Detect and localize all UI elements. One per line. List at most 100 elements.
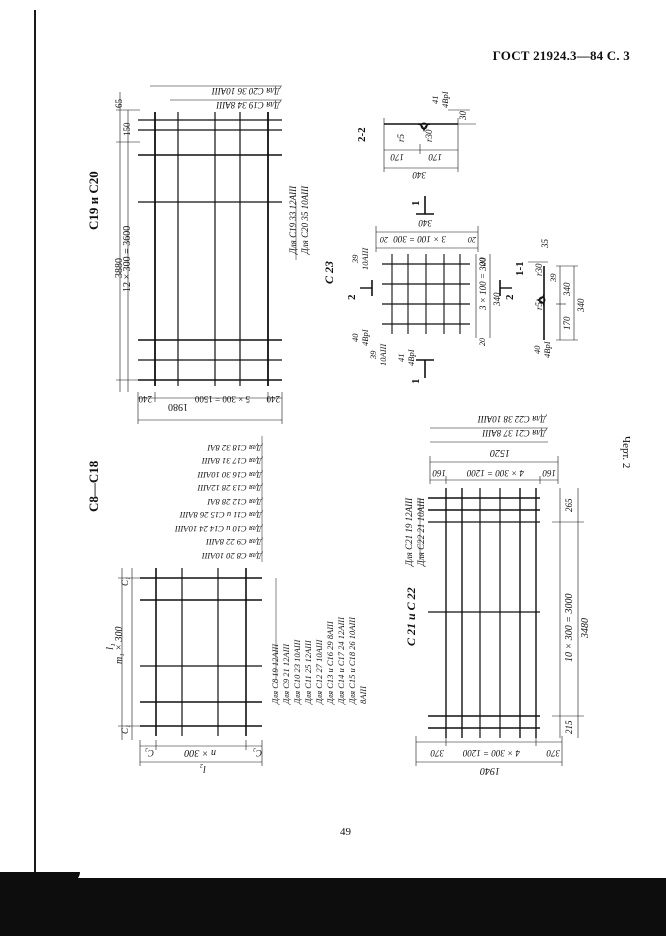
c19-dim-150: 150: [122, 122, 132, 137]
rebar-label: Для С21: [404, 534, 414, 566]
rebar-label: Для С14 и С17: [336, 651, 346, 704]
panel-c23-grid: [360, 196, 512, 378]
c21-dim-215: 215: [564, 720, 574, 735]
rebar-num: 30: [222, 470, 231, 480]
c8-dim-c2-right: C₂: [252, 748, 262, 758]
rebar-bar: 8АIII: [206, 537, 225, 548]
page-number: 49: [340, 826, 351, 838]
c19-dim-span: 12 × 300 = 3600: [122, 225, 133, 292]
c8-rebar-top-list: Для С8 20 10АIII Для С9 22 8АIII Для С10…: [175, 441, 262, 563]
section-1-1-dim-1: 170: [562, 316, 572, 331]
section-2-2-dim-1: 170: [428, 152, 443, 162]
section-1-1-radius-0: r30: [534, 263, 544, 276]
c8-rebar-side-row: Для С13 и С16 29 8АIII: [325, 617, 336, 704]
c21-rebar-side-0: Для С21 19 12АIII: [404, 498, 414, 566]
c21-dim-width-top: 1520: [490, 447, 510, 458]
rebar-bar: 10АIII: [175, 524, 198, 534]
callout-num: 41: [430, 95, 440, 104]
panel-c8-c18-grid: [118, 436, 277, 766]
section-2-2-radius-0: r5: [396, 133, 406, 142]
rebar-bar: 12АIII: [288, 185, 298, 210]
c8-rebar-side-row: 8АIII: [358, 617, 369, 704]
rebar-label: Для С19: [248, 100, 280, 110]
c8-rebar-side-row: Для С14 и С17 24 12АIII: [336, 617, 347, 704]
c21-rebar-top-0: Для С22 38 10АIII: [478, 414, 546, 424]
callout-num: 39: [368, 350, 378, 360]
c23-callout-1: 40 4ВрI: [350, 329, 370, 346]
rebar-label: Для С9: [236, 537, 262, 548]
rebar-num: 33: [288, 211, 298, 221]
rebar-label: Для С10 и С14: [209, 524, 262, 534]
rebar-num: 19: [270, 668, 280, 677]
c21-dim-160b: 160: [542, 468, 557, 478]
c21-dim-span: 10 × 300 = 3000: [564, 593, 575, 663]
rebar-bar: 10АIII: [477, 414, 502, 424]
panel-c23-title: С 23: [322, 260, 336, 284]
c8-rebar-side-row: Для С9 21 12АIII: [281, 617, 292, 704]
rebar-bar: 8АIII: [358, 686, 368, 704]
callout-num: 41: [396, 353, 406, 362]
c19-rebar-top-0: Для С20 36 10АIII: [212, 86, 280, 96]
rebar-label: Для С16: [232, 470, 262, 480]
c8-rebar-top-row: Для С16 30 10АIII: [175, 468, 262, 482]
rebar-num: 29: [325, 641, 335, 650]
c23-callout-3: 41 4ВрI: [396, 349, 416, 366]
callout-num: 40: [532, 345, 542, 354]
rebar-num: 26: [199, 510, 209, 521]
rebar-label: Для С20: [300, 222, 310, 254]
rebar-bar: 10АIII: [416, 497, 426, 522]
page-binding-edge: [34, 10, 36, 880]
rebar-label: Для С21: [514, 428, 546, 438]
rebar-num: 28: [222, 497, 231, 507]
c8-rebar-side-row: Для С12 27 10АIII: [314, 617, 325, 704]
c19-rebar-top-1: Для С19 34 8АIII: [216, 100, 280, 110]
rebar-label: Для С18: [232, 443, 262, 453]
callout-bar: 4ВрI: [542, 341, 552, 358]
rebar-label: Для С8: [270, 678, 280, 704]
rebar-label: Для С17: [232, 456, 262, 467]
rebar-num: 21: [281, 668, 291, 677]
c19-dim-65: 65: [114, 99, 124, 108]
rebar-bar: 10АIII: [292, 639, 302, 662]
rebar-num: 38: [503, 414, 513, 424]
rebar-num: 19: [404, 523, 414, 533]
rebar-label: Для С20: [248, 86, 280, 96]
c21-dim-265: 265: [564, 498, 574, 513]
c19-rebar-side-1: Для С20 35 10АIII: [300, 186, 310, 254]
c21-dim-span-top: 4 × 300 = 1200: [466, 468, 524, 478]
rebar-num: 26: [347, 641, 357, 650]
c23-section-mark-right: 2: [504, 294, 516, 301]
rebar-label: Для С10: [292, 674, 302, 704]
rebar-bar: 12АIII: [270, 643, 280, 667]
rebar-num: 24: [199, 524, 208, 534]
callout-num: 39: [350, 254, 360, 264]
rebar-label: Для С13 и С16: [325, 651, 335, 704]
c8-rebar-top-row: Для С9 22 8АIII: [175, 535, 262, 549]
page-header: ГОСТ 21924.3—84 С. 3: [492, 48, 630, 63]
rebar-num: 36: [237, 86, 247, 96]
c23-dim-width: 340: [418, 218, 433, 228]
panel-c8-c18-title: С8—С18: [86, 460, 101, 512]
c19-dim-240a: 240: [138, 394, 153, 404]
rebar-bar: 8АIII: [482, 428, 502, 438]
c8-dim-c1-bottom: C₁: [120, 724, 130, 734]
rebar-num: 28: [222, 483, 231, 494]
callout-bar: 10АIII: [378, 343, 388, 366]
section-1-1: [528, 261, 578, 341]
rebar-label: Для С12: [314, 674, 324, 704]
c19-dim-width-span: 5 × 300 = 1500: [194, 394, 250, 404]
c8-rebar-side-list: Для С8 19 12АIII Для С9 21 12АIII Для С1…: [270, 617, 369, 704]
rebar-bar: 8АIII: [179, 510, 198, 521]
section-1-1-radius-1: r5: [534, 301, 544, 310]
c21-dim-span-bottom: 4 × 300 = 1200: [462, 748, 520, 758]
c19-rebar-side-0: Для С19 33 12АIII: [288, 186, 298, 254]
section-1-1-dim-0: 35: [540, 239, 550, 248]
rebar-label: Для С22: [514, 414, 546, 424]
rebar-bar: 12АIII: [336, 617, 346, 640]
rebar-bar: 10АIII: [201, 551, 225, 561]
c8-rebar-top-row: Для С18 32 8АI: [175, 441, 262, 455]
rebar-bar: 12АIII: [303, 640, 313, 663]
rebar-bar: 10АIII: [211, 86, 236, 96]
rebar-num: 24: [336, 641, 346, 650]
c23-dim-span: 3 × 100 = 300: [393, 234, 446, 244]
